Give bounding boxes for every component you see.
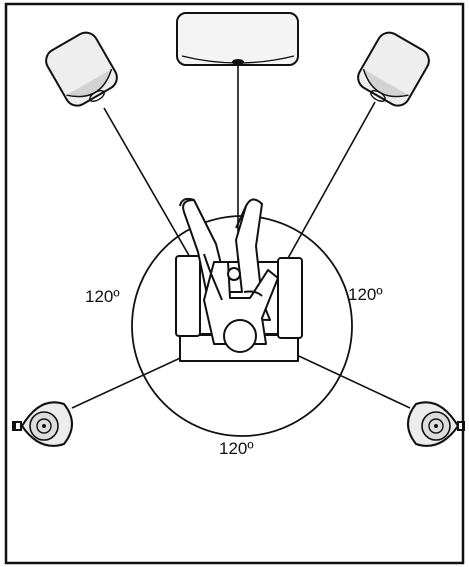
legs [182, 198, 271, 321]
center-speaker-icon [176, 12, 299, 66]
listener-in-chair-icon [175, 197, 303, 362]
head [223, 319, 257, 353]
angle-label-right: 120º [348, 285, 383, 304]
surround-left-speaker-icon [12, 401, 73, 447]
front-right-speaker-icon [357, 31, 430, 107]
front-left-speaker-icon [45, 31, 118, 107]
angle-label-left: 120º [85, 287, 120, 306]
room-outline [4, 2, 465, 565]
hand [227, 267, 241, 281]
surround-right-speaker-icon [407, 401, 465, 447]
angle-label-bottom: 120º [219, 439, 254, 458]
chair-armrest-left [175, 255, 201, 337]
chair-armrest-right [277, 257, 303, 339]
